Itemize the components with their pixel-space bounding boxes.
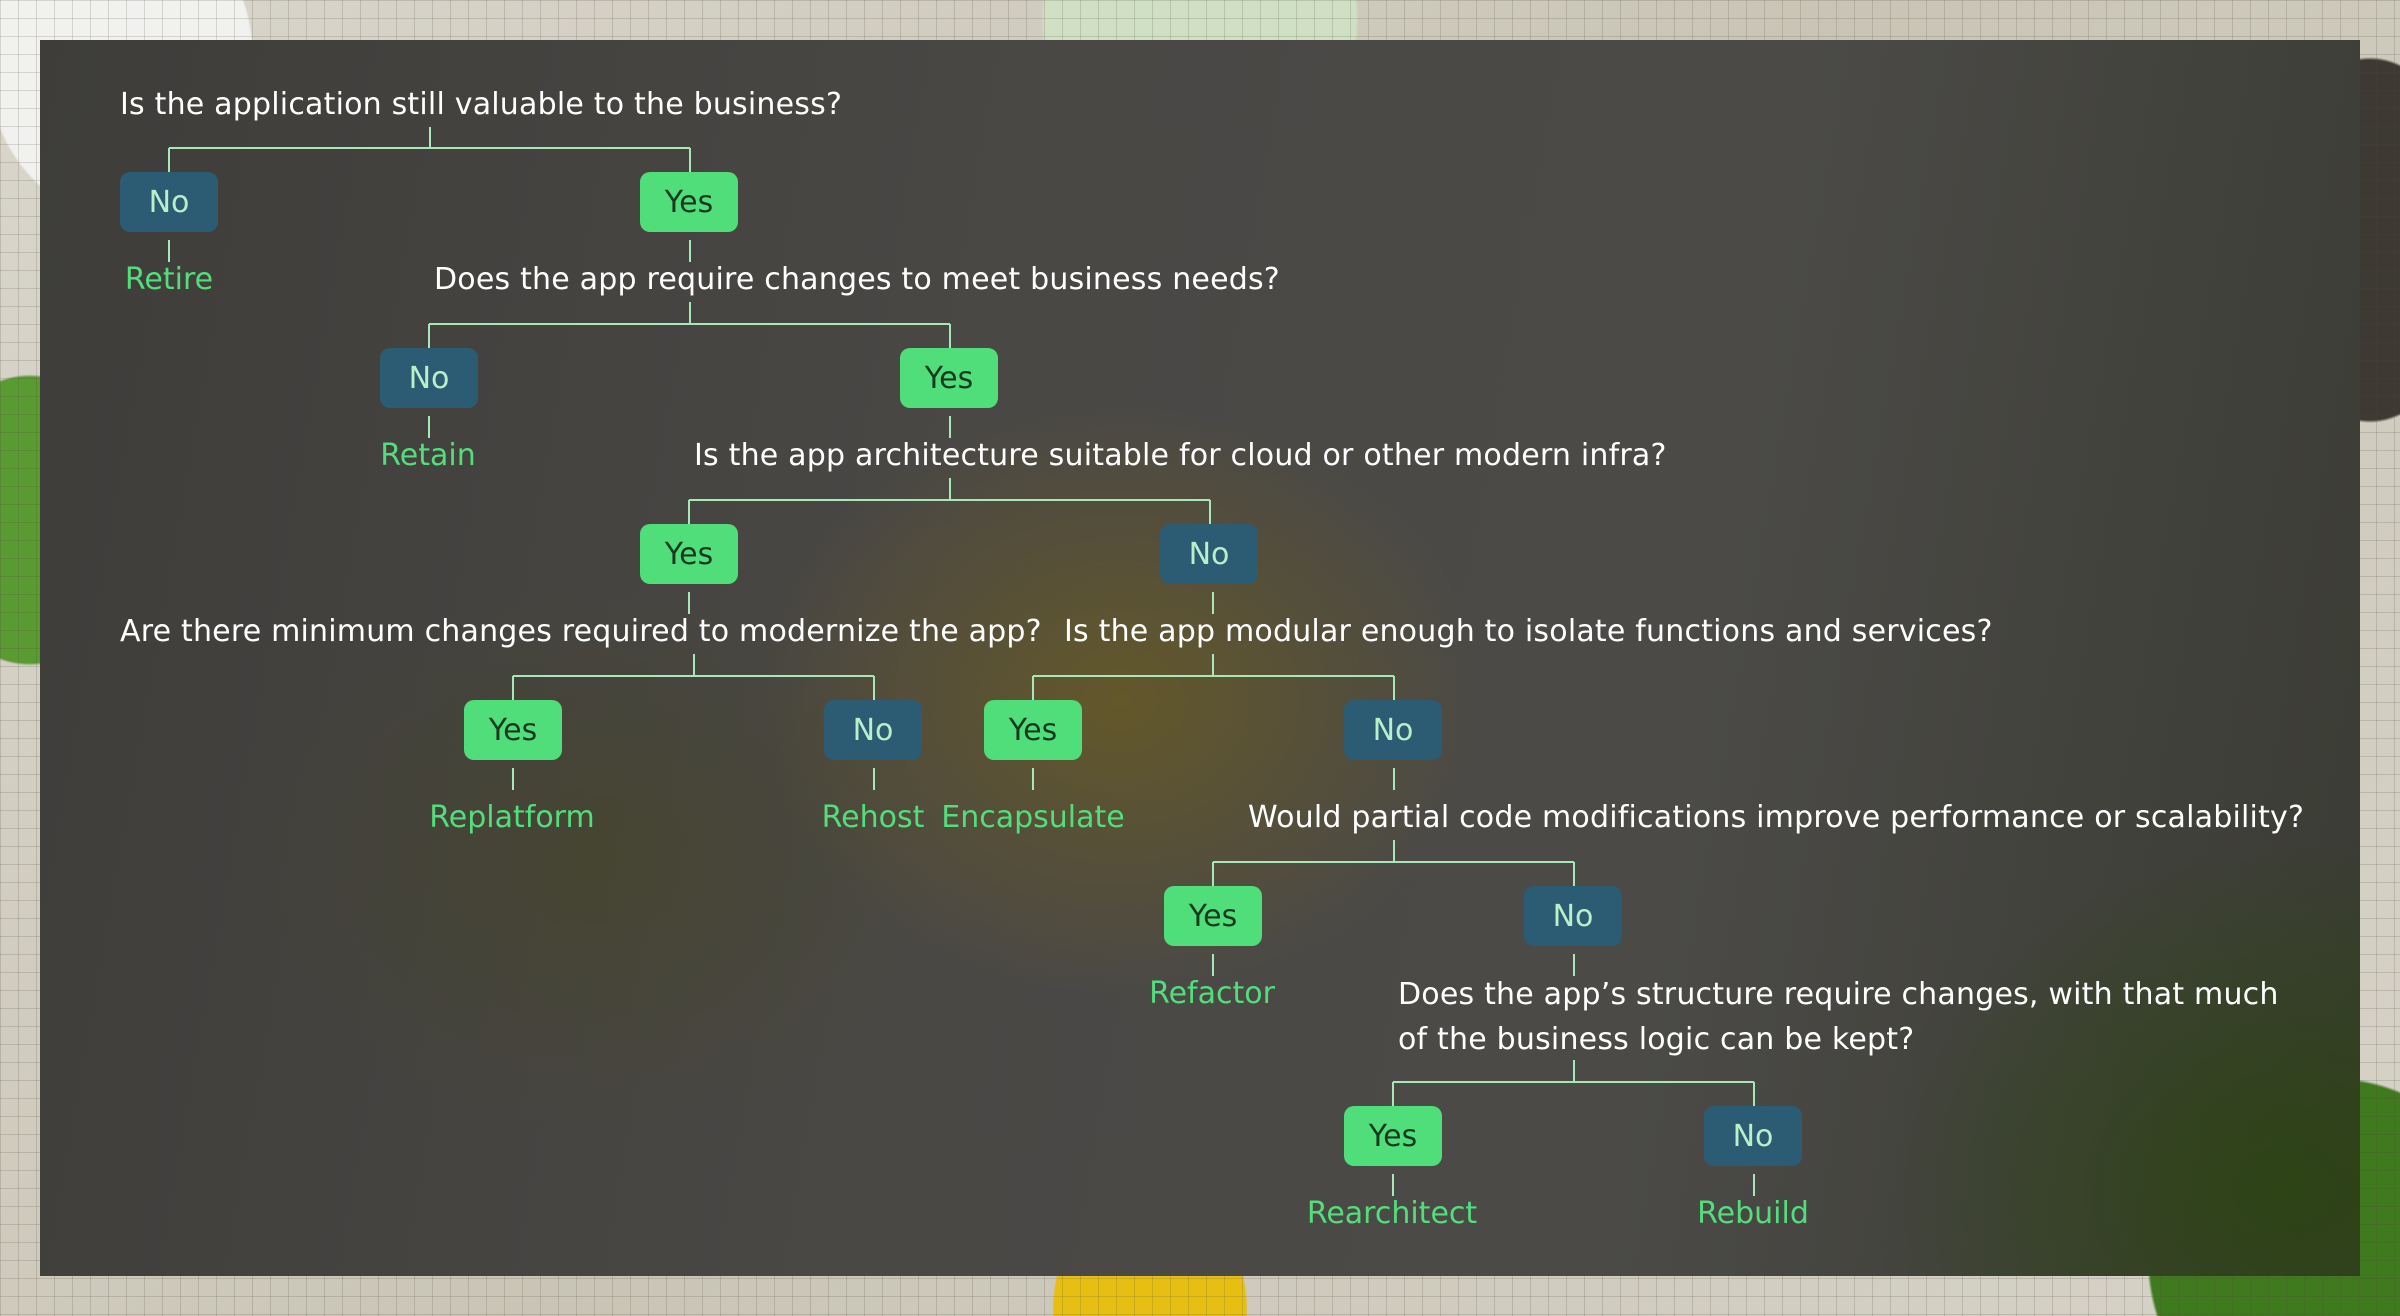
q4-no-button[interactable]: No <box>824 700 922 760</box>
q1-yes-button[interactable]: Yes <box>640 172 738 232</box>
question-minimum-changes: Are there minimum changes required to mo… <box>120 614 1042 649</box>
question-partial-code-modifications: Would partial code modifications improve… <box>1248 800 2305 835</box>
question-application-valuable: Is the application still valuable to the… <box>120 87 843 122</box>
q3-no-button[interactable]: No <box>1160 524 1258 584</box>
outcome-encapsulate: Encapsulate <box>941 800 1125 835</box>
outcome-retire: Retire <box>124 262 214 297</box>
q5-no-button[interactable]: No <box>1344 700 1442 760</box>
outcome-replatform: Replatform <box>429 800 595 835</box>
question-app-require-changes: Does the app require changes to meet bus… <box>434 262 1280 297</box>
q4-yes-button[interactable]: Yes <box>464 700 562 760</box>
question-architecture-suitable: Is the app architecture suitable for clo… <box>694 438 1667 473</box>
q7-yes-button[interactable]: Yes <box>1344 1106 1442 1166</box>
outcome-rearchitect: Rearchitect <box>1306 1196 1478 1231</box>
q6-no-button[interactable]: No <box>1524 886 1622 946</box>
q1-no-button[interactable]: No <box>120 172 218 232</box>
diagram-panel <box>40 40 2360 1276</box>
question-structure-require-changes-line2: of the business logic can be kept? <box>1398 1022 1915 1057</box>
q2-no-button[interactable]: No <box>380 348 478 408</box>
q7-no-button[interactable]: No <box>1704 1106 1802 1166</box>
q5-yes-button[interactable]: Yes <box>984 700 1082 760</box>
question-structure-require-changes-line1: Does the app’s structure require changes… <box>1398 977 2279 1012</box>
q2-yes-button[interactable]: Yes <box>900 348 998 408</box>
q3-yes-button[interactable]: Yes <box>640 524 738 584</box>
outcome-retain: Retain <box>380 438 476 473</box>
q6-yes-button[interactable]: Yes <box>1164 886 1262 946</box>
outcome-refactor: Refactor <box>1149 976 1275 1011</box>
question-app-modular: Is the app modular enough to isolate fun… <box>1064 614 1993 649</box>
outcome-rebuild: Rebuild <box>1697 1196 1809 1231</box>
outcome-rehost: Rehost <box>821 800 925 835</box>
